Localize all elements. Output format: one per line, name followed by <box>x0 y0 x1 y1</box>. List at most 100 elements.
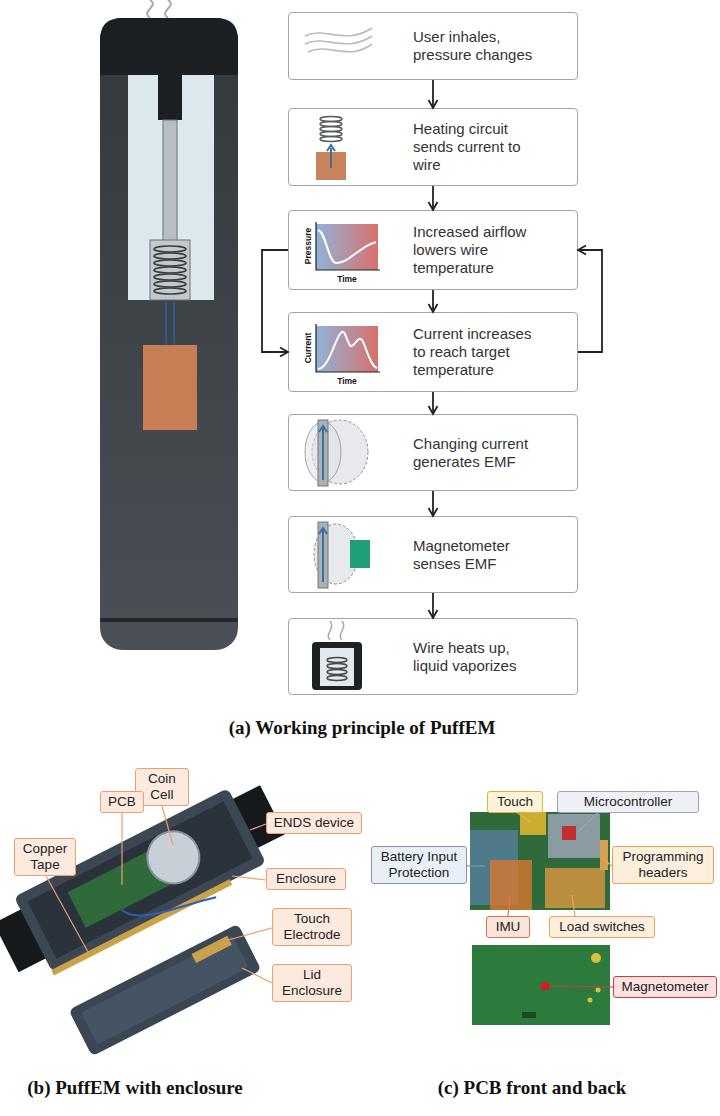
step-text: Increased airflow lowers wire temperatur… <box>413 223 543 277</box>
heater-icon <box>316 117 346 181</box>
coil-turn <box>154 260 186 266</box>
leader-line <box>578 811 600 832</box>
coil-turn <box>327 670 347 675</box>
pad <box>596 988 601 993</box>
current-arrow-head <box>319 528 327 534</box>
imu-region <box>490 860 532 910</box>
leader-line <box>228 928 272 940</box>
leader-line <box>549 986 613 987</box>
device-illustration <box>100 0 238 650</box>
current-arrow-head <box>319 426 327 432</box>
coil-turn <box>154 253 186 259</box>
graph-area <box>316 224 378 270</box>
pad <box>522 1012 536 1018</box>
pressure-curve <box>318 230 376 263</box>
callout-text: Copper Tape <box>20 841 70 873</box>
leader-line <box>602 858 612 866</box>
mouthpiece-cap <box>100 18 238 75</box>
lid-inner <box>81 935 249 1044</box>
process-box: Magnetometer senses EMF <box>288 516 578 593</box>
callout-text: Touch <box>493 794 537 810</box>
coil-holder <box>150 240 190 300</box>
axis-label: Time <box>337 274 357 284</box>
load-switch-region <box>545 868 605 908</box>
graph-area <box>316 326 378 372</box>
airflow-icon <box>305 28 372 52</box>
process-box: Heating circuit sends current to wire <box>288 108 578 186</box>
flow-arrow <box>432 593 434 618</box>
lid-photo <box>69 924 262 1057</box>
callout-box: Copper Tape <box>14 838 76 876</box>
subfigure-caption: (a) Working principle of PuffEM <box>229 717 496 739</box>
leader-lines-b <box>45 806 272 983</box>
vapor-swirl <box>147 0 153 18</box>
coil-turn <box>154 281 186 287</box>
coil-turn <box>154 274 186 280</box>
airflow-line <box>305 36 372 44</box>
microcontroller-region <box>548 814 600 858</box>
step-text: Changing current generates EMF <box>413 435 543 471</box>
callout-text: Touch Electrode <box>278 911 346 943</box>
callout-text: Load switches <box>555 919 649 935</box>
callout-text: Microcontroller <box>563 794 693 810</box>
leader-line <box>242 968 272 983</box>
callout-text: Magnetometer <box>619 979 711 995</box>
callout-box: Magnetometer <box>613 976 717 998</box>
callout-box: Battery Input Protection <box>371 846 467 884</box>
process-box: Current increases to reach target temper… <box>288 312 578 392</box>
callout-text: Enclosure <box>272 871 340 887</box>
process-box: Changing current generates EMF <box>288 414 578 491</box>
flow-arrow <box>432 392 434 414</box>
pad <box>591 953 601 963</box>
leader-line <box>45 874 88 952</box>
axis-label: Pressure <box>303 228 313 264</box>
coil-turn <box>327 658 347 663</box>
heating-circuit <box>143 345 197 430</box>
current-arrow <box>322 428 324 480</box>
vapor-swirl <box>340 621 343 640</box>
lid-body <box>69 924 262 1057</box>
subfigure-caption: (b) PuffEM with enclosure <box>27 1077 243 1099</box>
callout-text: Battery Input Protection <box>377 849 461 881</box>
step-text: Magnetometer senses EMF <box>413 537 543 573</box>
callout-box: Touch <box>487 791 543 813</box>
wire-segment <box>318 420 328 486</box>
callout-text: Coin Cell <box>141 771 183 803</box>
coil-turn <box>154 246 186 252</box>
bottom-band <box>100 618 238 622</box>
callout-text: Programming headers <box>618 849 708 881</box>
pcb-back-photo <box>472 945 610 1025</box>
flow-arrow <box>432 290 434 312</box>
callout-box: Programming headers <box>612 846 714 884</box>
sensor-chip <box>350 540 370 568</box>
axis-label: Time <box>337 376 357 386</box>
current-arrow <box>330 148 332 168</box>
mouthpiece-stem <box>158 75 182 120</box>
callout-text: PCB <box>106 794 138 810</box>
callout-box: Load switches <box>549 916 655 938</box>
leader-lines-c <box>467 811 613 987</box>
callout-box: Enclosure <box>266 868 346 890</box>
flow-arrow <box>432 80 434 108</box>
emf-icon <box>305 420 368 486</box>
device-cup <box>312 642 362 690</box>
pcb-back <box>472 945 610 1025</box>
wire <box>173 300 175 345</box>
air-pipe <box>163 120 177 245</box>
coil-turn <box>154 288 186 294</box>
flow-arrow <box>432 186 434 210</box>
leader-line <box>232 876 266 880</box>
leader-line <box>572 895 575 916</box>
step-text: Current increases to reach target temper… <box>413 325 543 379</box>
pcb-front-photo <box>470 812 610 910</box>
field-lobe <box>305 422 341 482</box>
airflow-line <box>305 28 372 36</box>
chip <box>562 826 576 840</box>
current-arrow <box>322 530 324 582</box>
leader-line <box>121 810 122 885</box>
touch-electrode <box>192 936 232 963</box>
current-curve <box>318 332 377 369</box>
coil-turn <box>320 137 342 142</box>
